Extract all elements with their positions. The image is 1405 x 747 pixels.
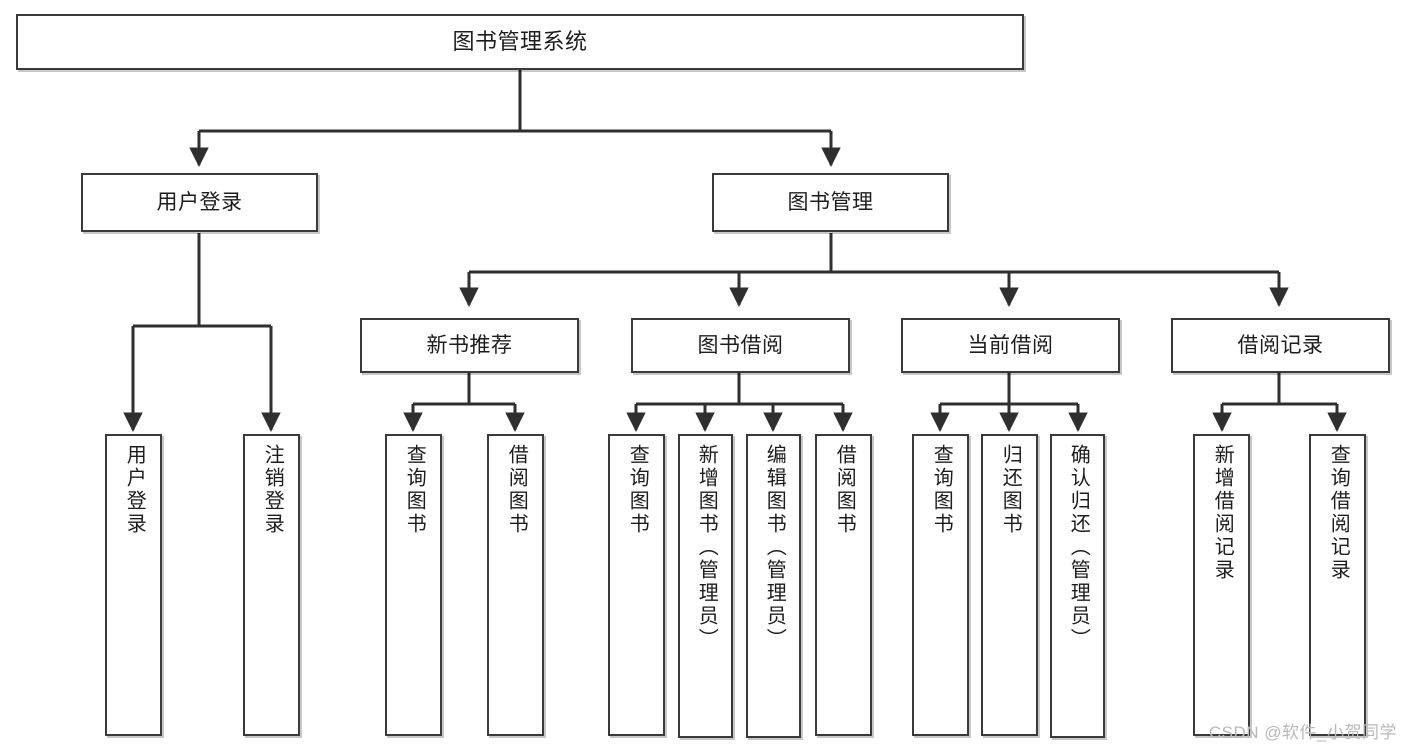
node-label: 注销登录 bbox=[261, 444, 284, 536]
node-label: 图书借阅 bbox=[697, 333, 784, 357]
leaf-query-borrow-record[interactable]: 查询借阅记录 bbox=[1309, 434, 1366, 736]
node-label: 当前借阅 bbox=[967, 333, 1054, 357]
leaf-return-book[interactable]: 归还图书 bbox=[981, 434, 1038, 736]
leaf-query-book-current[interactable]: 查询图书 bbox=[912, 434, 969, 736]
watermark: CSDN @软件_小贺同学 bbox=[1208, 723, 1397, 742]
node-label: 新书推荐 bbox=[426, 333, 513, 357]
leaf-add-borrow-record[interactable]: 新增借阅记录 bbox=[1193, 434, 1250, 736]
node-label: 查询图书 bbox=[626, 444, 649, 536]
node-label: 借阅记录 bbox=[1237, 333, 1324, 357]
node-label: 用户登录 bbox=[123, 444, 146, 536]
node-label: 借阅图书 bbox=[833, 444, 856, 536]
node-label: 编辑图书（管理员） bbox=[763, 444, 786, 651]
leaf-borrow-book[interactable]: 借阅图书 bbox=[815, 434, 872, 736]
node-label: 查询图书 bbox=[930, 444, 953, 536]
node-label: 归还图书 bbox=[999, 444, 1022, 536]
node-label: 图书管理系统 bbox=[452, 28, 588, 54]
node-label: 查询借阅记录 bbox=[1327, 444, 1350, 582]
node-new-book-recommend[interactable]: 新书推荐 bbox=[360, 318, 579, 373]
leaf-query-book-borrow[interactable]: 查询图书 bbox=[608, 434, 665, 736]
node-user-login[interactable]: 用户登录 bbox=[81, 173, 318, 232]
node-label: 新增图书（管理员） bbox=[695, 444, 718, 651]
node-label: 借阅图书 bbox=[505, 444, 528, 536]
node-book-management[interactable]: 图书管理 bbox=[712, 173, 949, 232]
node-label: 确认归还（管理员） bbox=[1067, 444, 1090, 651]
leaf-add-book-admin[interactable]: 新增图书（管理员） bbox=[678, 434, 733, 738]
node-label: 查询图书 bbox=[403, 444, 426, 536]
node-label: 用户登录 bbox=[156, 190, 243, 214]
node-borrow-record[interactable]: 借阅记录 bbox=[1171, 318, 1390, 373]
node-root-system[interactable]: 图书管理系统 bbox=[16, 14, 1024, 70]
leaf-borrow-book-recommend[interactable]: 借阅图书 bbox=[487, 434, 544, 736]
leaf-query-book-recommend[interactable]: 查询图书 bbox=[385, 434, 442, 736]
node-label: 新增借阅记录 bbox=[1211, 444, 1234, 582]
leaf-edit-book-admin[interactable]: 编辑图书（管理员） bbox=[746, 434, 801, 738]
leaf-logout[interactable]: 注销登录 bbox=[243, 434, 300, 736]
node-label: 图书管理 bbox=[787, 190, 874, 214]
leaf-confirm-return-admin[interactable]: 确认归还（管理员） bbox=[1050, 434, 1105, 738]
node-book-borrow[interactable]: 图书借阅 bbox=[631, 318, 850, 373]
leaf-user-login[interactable]: 用户登录 bbox=[105, 434, 162, 736]
node-current-borrow[interactable]: 当前借阅 bbox=[901, 318, 1120, 373]
